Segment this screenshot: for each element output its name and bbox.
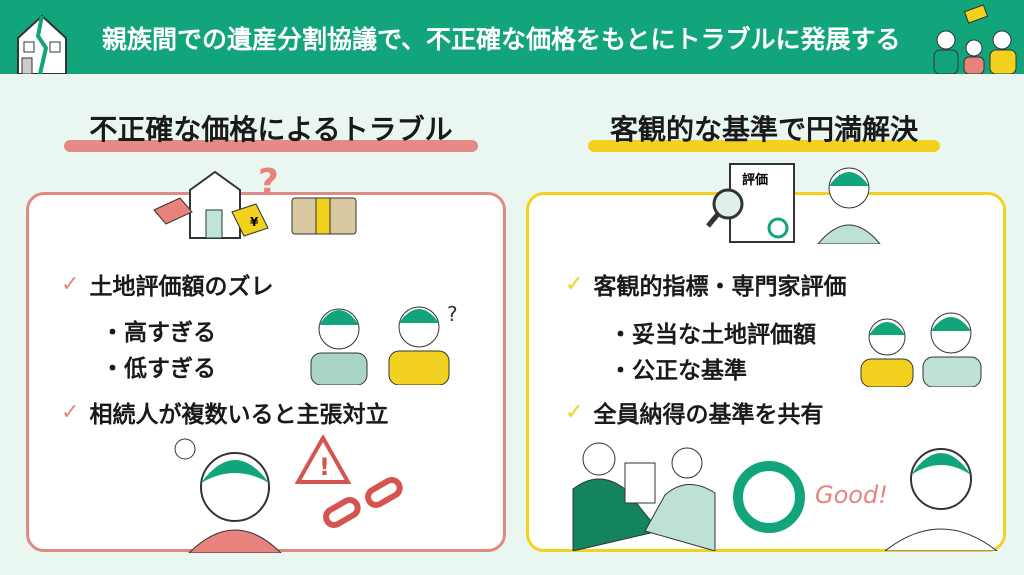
- question-mark-icon: ?: [258, 162, 279, 200]
- good-text-graphic: Good!: [815, 481, 888, 509]
- smiling-people-icon: [860, 312, 982, 387]
- header-title: 親族間での遺産分割協議で、不正確な価格をもとにトラブルに発展する: [102, 25, 901, 54]
- check-icon: ✓: [565, 399, 584, 425]
- left-section-title: 不正確な価格によるトラブル: [64, 108, 478, 152]
- right-section-title: 客観的な基準で円満解決: [588, 108, 940, 152]
- house-price-tag-icon: ¥: [153, 170, 269, 239]
- broken-house-icon: [17, 14, 67, 74]
- worried-people-icon: ?: [310, 302, 458, 385]
- doc-label: 評価: [742, 172, 768, 188]
- check-icon: ✓: [565, 271, 584, 297]
- item-label: 全員納得の基準を共有: [593, 402, 824, 428]
- solution-card: ✓ 客観的指標・専門家評価 ・妥当な土地評価額 ・公正な基準 ✓ 全員納得の基準…: [526, 192, 1006, 552]
- header-banner: 親族間での遺産分割協議で、不正確な価格をもとにトラブルに発展する: [0, 0, 1024, 74]
- sub-item: ・公正な基準: [609, 358, 747, 384]
- svg-text:?: ?: [258, 162, 279, 200]
- handshake-icon: [572, 442, 716, 551]
- solution-item-2: ✓ 全員納得の基準を共有: [565, 395, 823, 429]
- good-text: Good!: [815, 481, 888, 509]
- problem-item-2: ✓ 相続人が複数いると主張対立: [61, 395, 388, 429]
- money-stack-icon: [291, 197, 357, 235]
- problem-card: ✓ 土地評価額のズレ ・高すぎる ・低すぎる ✓ 相続人が複数いると主張対立 ?…: [26, 192, 506, 553]
- broken-chain-icon: [323, 477, 403, 528]
- warning-icon: !: [295, 435, 351, 484]
- family-icon: [933, 4, 1017, 74]
- appraisal-document-icon: 評価: [706, 163, 795, 243]
- sub-item: ・低すぎる: [101, 356, 216, 382]
- check-icon: ✓: [61, 399, 80, 425]
- ok-circle-icon: [733, 461, 805, 533]
- problem-item-1: ✓ 土地評価額のズレ: [61, 267, 273, 301]
- item-label: 土地評価額のズレ: [89, 274, 274, 300]
- svg-text:!: !: [319, 453, 330, 481]
- expert-icon: [817, 167, 881, 244]
- solution-item-1: ✓ 客観的指標・専門家評価: [565, 267, 846, 301]
- sub-item: ・妥当な土地評価額: [609, 322, 816, 348]
- yen-sign: ¥: [250, 215, 259, 229]
- right-title-text: 客観的な基準で円満解決: [609, 113, 918, 146]
- svg-text:?: ?: [447, 302, 458, 326]
- item-label: 相続人が複数いると主張対立: [89, 402, 389, 428]
- angry-person-icon: [174, 438, 282, 553]
- check-icon: ✓: [61, 271, 80, 297]
- left-title-text: 不正確な価格によるトラブル: [89, 113, 453, 146]
- item-label: 客観的指標・専門家評価: [593, 274, 847, 300]
- sub-item: ・高すぎる: [101, 320, 216, 346]
- happy-person-icon: [884, 448, 998, 551]
